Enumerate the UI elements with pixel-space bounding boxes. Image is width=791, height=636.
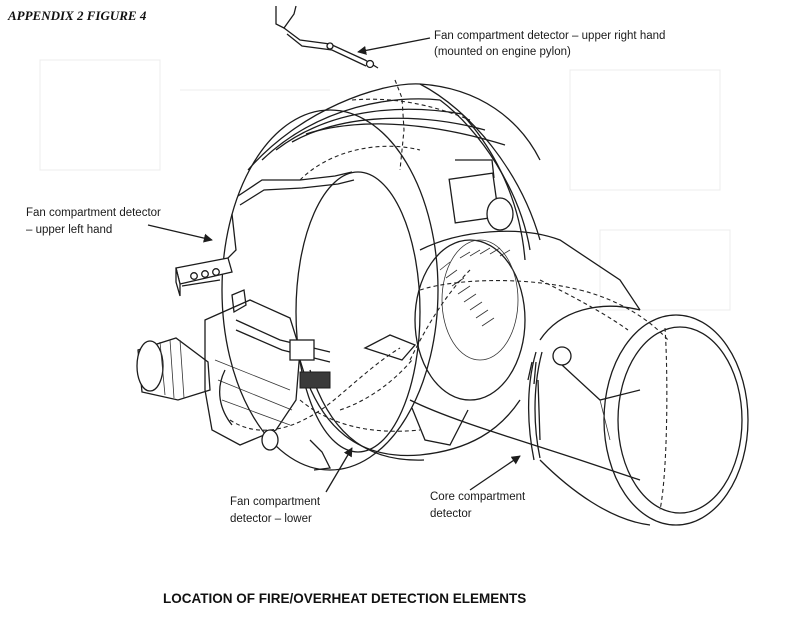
lower-label-line1: Fan compartment bbox=[230, 496, 321, 508]
core-label-line1: Core compartment bbox=[430, 491, 526, 503]
left-accessories bbox=[136, 289, 331, 471]
lower-label-line2: detector – lower bbox=[230, 513, 312, 525]
leader-arrows bbox=[147, 37, 521, 493]
upper-right-label-line1: Fan compartment detector – upper right h… bbox=[434, 30, 665, 42]
upper-left-label-line2: – upper left hand bbox=[26, 224, 112, 236]
core-label-line2: detector bbox=[430, 508, 472, 520]
core-engine bbox=[409, 159, 641, 481]
pylon-bracket bbox=[275, 5, 379, 69]
upper-left-label-line1: Fan compartment detector bbox=[26, 207, 161, 219]
exhaust-nozzle bbox=[527, 305, 749, 526]
figure-caption: LOCATION OF FIRE/OVERHEAT DETECTION ELEM… bbox=[163, 591, 526, 606]
lower-ring bbox=[299, 359, 521, 461]
core-detector-element bbox=[527, 279, 669, 461]
upper-left-arrow bbox=[147, 224, 213, 243]
fan-case bbox=[221, 79, 541, 471]
core-arrow bbox=[469, 455, 521, 491]
lower-arrow bbox=[325, 447, 353, 493]
figure-header: APPENDIX 2 FIGURE 4 bbox=[7, 8, 147, 23]
lower-detector-element bbox=[229, 334, 417, 431]
background-ghost-lines bbox=[39, 59, 731, 311]
upper-left-detector-element bbox=[175, 171, 355, 297]
upper-right-arrow bbox=[357, 37, 431, 55]
upper-right-label-line2: (mounted on engine pylon) bbox=[434, 46, 571, 58]
